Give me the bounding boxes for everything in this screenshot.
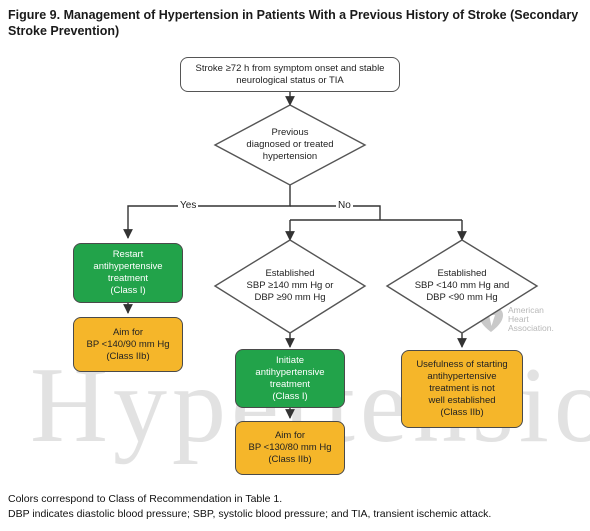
node-line: DBP ≥90 mm Hg	[254, 292, 326, 303]
node-line: (Class I)	[272, 390, 308, 402]
node-line: Aim for	[112, 326, 144, 338]
node-line: (Class IIb)	[440, 407, 484, 418]
decision-diamond-low-bp	[385, 239, 539, 334]
yes-label: Yes	[178, 200, 199, 212]
node-line: antihypertensive	[255, 366, 325, 378]
decision-previous-hypertension: Previous diagnosed or treated hypertensi…	[225, 111, 355, 179]
node-line: (Class IIb)	[268, 454, 312, 465]
node-line: Established	[265, 268, 315, 279]
figure-title: Figure 9. Management of Hypertension in …	[8, 8, 579, 38]
node-line: diagnosed or treated	[246, 139, 334, 150]
connector-yes-branch	[123, 185, 291, 239]
decision-diamond-high-bp	[213, 239, 367, 334]
logo-line: Association.	[508, 323, 554, 333]
usefulness-not-established-box: Usefulness of starting antihypertensive …	[401, 350, 523, 428]
node-line: SBP <140 mm Hg and	[414, 280, 510, 291]
node-line: (Class IIb)	[106, 350, 150, 362]
node-line: Usefulness of starting	[416, 359, 508, 370]
decision-high-bp: Established SBP ≥140 mm Hg or DBP ≥90 mm…	[225, 252, 355, 320]
caption-abbreviations: DBP indicates diastolic blood pressure; …	[8, 508, 492, 520]
start-box: Stroke ≥72 h from symptom onset and stab…	[180, 57, 400, 92]
node-line: hypertension	[262, 151, 318, 162]
node-line: treatment is not	[429, 383, 495, 394]
node-line: neurological status or TIA	[236, 74, 344, 86]
node-line: Previous	[271, 127, 309, 138]
connector-no-branch	[290, 205, 381, 220]
aim-130-80-box: Aim for BP <130/80 mm Hg (Class IIb)	[235, 421, 345, 475]
initiate-treatment-box: Initiate antihypertensive treatment (Cla…	[235, 349, 345, 408]
restart-treatment-box: Restart antihypertensive treatment (Clas…	[73, 243, 183, 303]
node-line: BP <130/80 mm Hg	[248, 442, 332, 453]
node-line: Initiate	[276, 354, 304, 366]
logo-line: American	[508, 305, 544, 315]
node-line: well established	[428, 395, 496, 406]
node-line: Established	[437, 268, 487, 279]
decision-low-bp: Established SBP <140 mm Hg and DBP <90 m…	[397, 252, 527, 320]
aim-140-90-box: Aim for BP <140/90 mm Hg (Class IIb)	[73, 317, 183, 372]
no-label: No	[336, 200, 353, 212]
node-line: DBP <90 mm Hg	[426, 292, 498, 303]
node-line: BP <140/90 mm Hg	[86, 338, 170, 350]
node-line: Restart	[112, 249, 144, 260]
node-line: SBP ≥140 mm Hg or	[246, 280, 334, 291]
node-line: treatment	[107, 273, 149, 284]
logo-line: Heart	[508, 314, 529, 324]
decision-diamond-previous-hypertension	[213, 104, 367, 186]
node-line: antihypertensive	[93, 261, 163, 272]
node-line: (Class I)	[110, 285, 146, 296]
node-line: Stroke ≥72 h from symptom onset and stab…	[195, 62, 385, 74]
caption-colors: Colors correspond to Class of Recommenda…	[8, 493, 283, 505]
node-line: antihypertensive	[427, 371, 497, 382]
node-line: Aim for	[274, 430, 306, 441]
node-line: treatment	[269, 378, 311, 390]
